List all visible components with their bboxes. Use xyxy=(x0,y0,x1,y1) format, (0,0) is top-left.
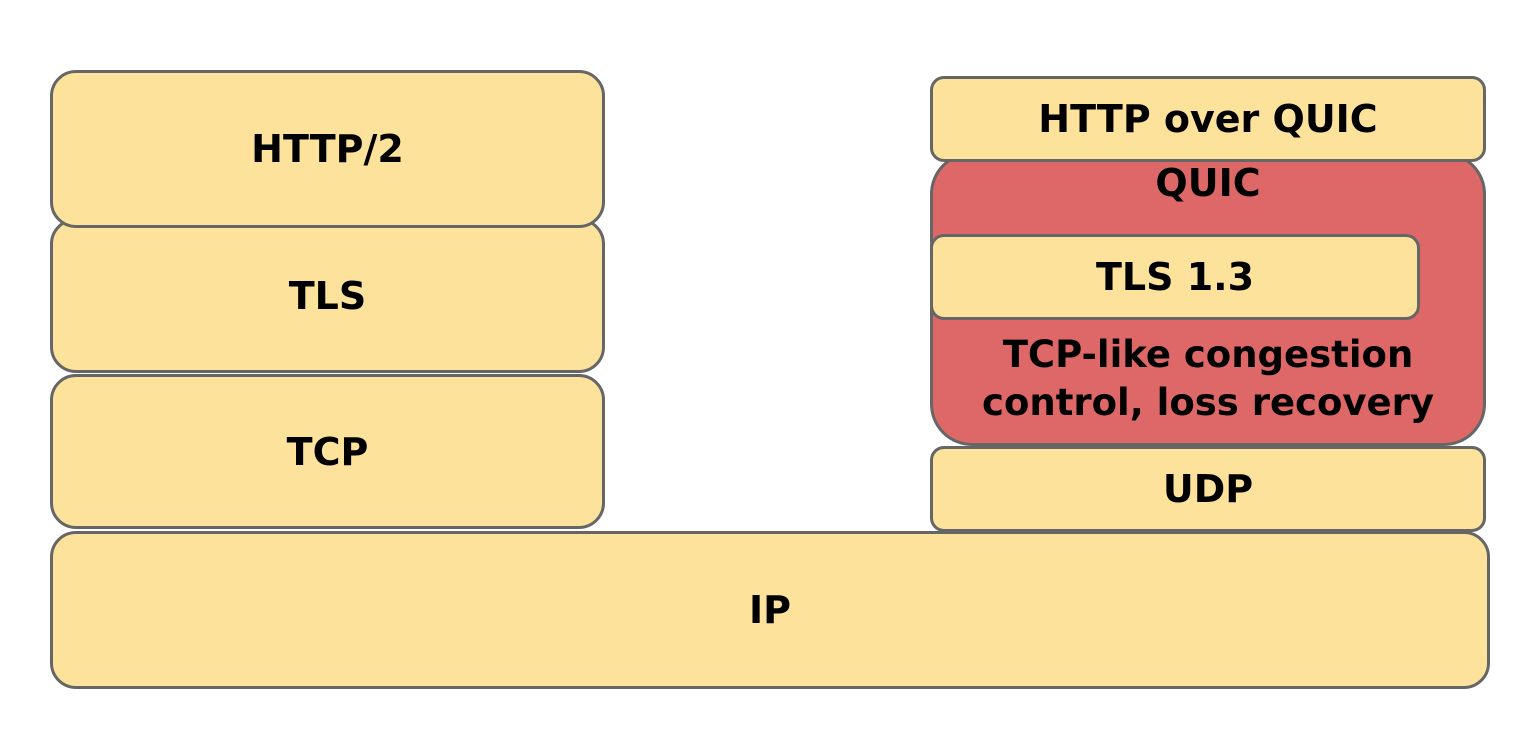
quic-description-line-2: control, loss recovery xyxy=(982,381,1434,424)
layer-tls-1-3: TLS 1.3 xyxy=(930,234,1420,320)
layer-tcp: TCP xyxy=(50,374,605,529)
layer-udp-label: UDP xyxy=(1162,467,1254,511)
layer-tls-1-3-label: TLS 1.3 xyxy=(1095,255,1255,299)
quic-description: TCP-like congestion control, loss recove… xyxy=(933,331,1483,427)
layer-udp: UDP xyxy=(930,446,1486,532)
layer-http-over-quic: HTTP over QUIC xyxy=(930,76,1486,162)
layer-tls-label: TLS xyxy=(288,273,367,318)
layer-quic-title: QUIC xyxy=(1155,161,1261,205)
layer-http2: HTTP/2 xyxy=(50,70,605,228)
layer-tls: TLS xyxy=(50,218,605,373)
layer-http-over-quic-label: HTTP over QUIC xyxy=(1038,97,1378,141)
layer-ip: IP xyxy=(50,531,1490,689)
layer-http2-label: HTTP/2 xyxy=(251,127,404,171)
layer-ip-label: IP xyxy=(749,588,791,632)
quic-description-line-1: TCP-like congestion xyxy=(1002,333,1414,376)
layer-tcp-label: TCP xyxy=(286,429,369,474)
